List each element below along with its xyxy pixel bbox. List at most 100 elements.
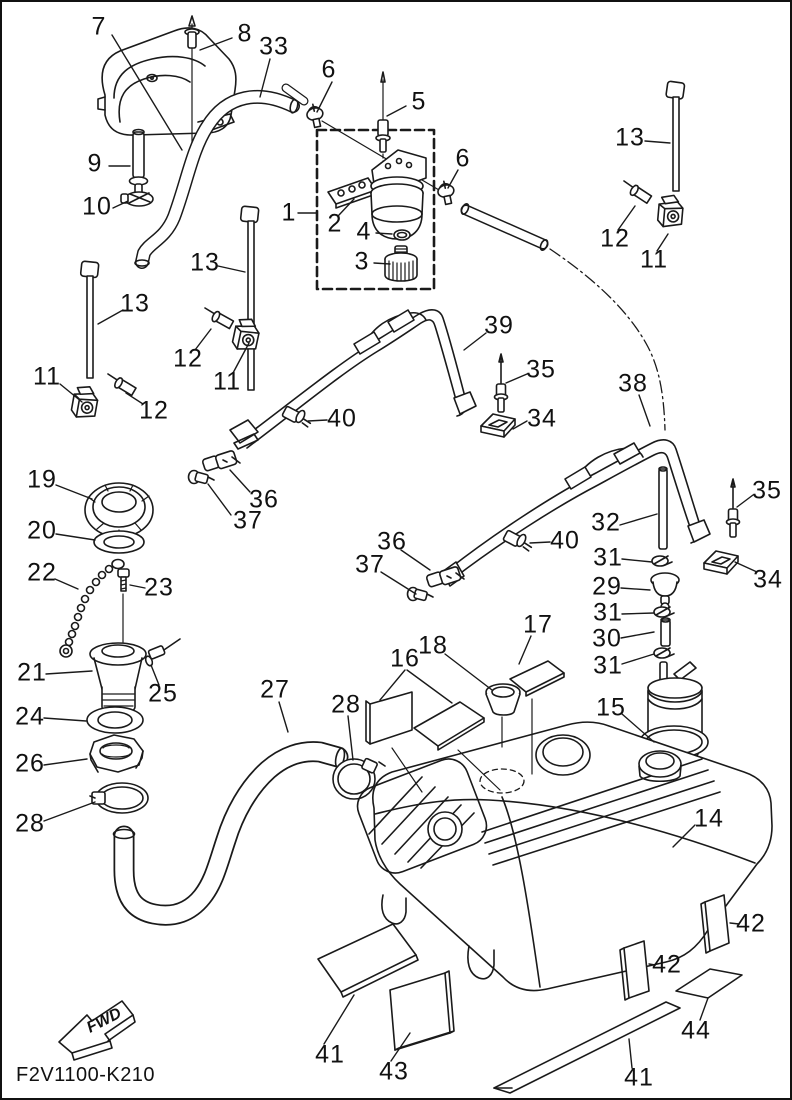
tank-filler-boss (535, 734, 591, 776)
leader-line-32 (619, 513, 658, 526)
callout-label-17: 17 (523, 610, 553, 639)
callout-label-41: 41 (315, 1040, 345, 1069)
leader-line-26 (43, 758, 88, 766)
leader-line-34 (512, 420, 528, 430)
leader-lines (43, 34, 758, 1069)
callout-label-42: 42 (652, 950, 682, 979)
part-12-screw-middle (201, 307, 236, 330)
leader-line-11 (59, 383, 83, 403)
callout-label-39: 39 (484, 311, 514, 340)
part-33-hose (134, 89, 300, 269)
leader-line-3 (373, 262, 391, 265)
part-14-fuel-tank (356, 721, 773, 992)
callout-label-13: 13 (190, 248, 220, 277)
leader-line-23 (129, 584, 146, 589)
leader-line-6 (316, 81, 333, 113)
leader-line-20 (55, 533, 96, 541)
leader-line-10 (112, 200, 129, 209)
part-34-bracket-right (703, 550, 739, 575)
fuel-filter-body (370, 149, 427, 240)
part-12-screw-left (104, 373, 139, 397)
callout-label-16: 16 (390, 644, 420, 673)
callout-label-42: 42 (736, 909, 766, 938)
callout-label-26: 26 (15, 749, 45, 778)
part-37-bolt-right (406, 586, 434, 602)
callout-label-24: 24 (15, 702, 45, 731)
leader-line-16 (379, 669, 406, 701)
callout-label-30: 30 (592, 624, 622, 653)
callout-label-31: 31 (593, 651, 623, 680)
callout-label-20: 20 (27, 516, 57, 545)
part-26-nut (89, 734, 144, 773)
callout-label-40: 40 (550, 526, 580, 555)
callout-label-6: 6 (455, 144, 471, 173)
tank-gauge-boss (427, 811, 463, 847)
leader-line-6 (447, 169, 459, 189)
callout-label-32: 32 (591, 508, 621, 537)
leader-line-40 (307, 419, 328, 422)
leader-line-35 (736, 494, 754, 508)
callout-label-8: 8 (237, 19, 253, 48)
leader-line-42 (729, 922, 740, 925)
callout-label-15: 15 (596, 693, 626, 722)
part-31-clip-1 (651, 555, 673, 567)
leader-line-14 (672, 824, 696, 848)
callout-label-11: 11 (213, 367, 241, 396)
leader-line-15 (621, 713, 655, 743)
leader-line-39 (463, 332, 487, 351)
part-31-clip-2 (653, 606, 675, 618)
part-11-block-left (69, 383, 101, 421)
part-19-fuel-cap (84, 482, 154, 538)
leader-line-41 (323, 994, 355, 1045)
part-18-grommet (485, 683, 521, 716)
part-37-bolt-left (187, 469, 215, 485)
part-16-label-left (365, 691, 413, 745)
leader-line-37 (380, 571, 417, 595)
callout-label-38: 38 (618, 369, 648, 398)
leader-line-18 (444, 653, 493, 691)
part-5-pin (375, 71, 391, 167)
leader-line-36 (229, 469, 251, 493)
leader-line-21 (45, 670, 93, 675)
leader-line-35 (505, 373, 528, 384)
leader-line-31 (621, 558, 653, 563)
part-41-pad-left (317, 923, 419, 998)
part-7-cover (97, 27, 237, 136)
leader-line-7 (111, 34, 183, 151)
leader-line-2 (338, 198, 355, 216)
part-11-block-right (656, 193, 685, 229)
callout-label-34: 34 (527, 404, 557, 433)
tank-top-ribs (481, 758, 721, 866)
leader-line-29 (620, 587, 651, 591)
part-31-clip-3 (653, 647, 675, 659)
leader-line-13 (644, 140, 671, 144)
callout-label-9: 9 (87, 149, 103, 178)
leader-line-43 (390, 1032, 411, 1062)
leader-line-41 (628, 1038, 633, 1069)
part-39-strap (229, 309, 477, 450)
callout-label-14: 14 (694, 804, 724, 833)
leader-line-16 (406, 669, 453, 704)
leader-line-17 (518, 635, 532, 665)
leader-line-13 (97, 309, 124, 325)
callout-label-31: 31 (593, 598, 623, 627)
callout-label-1: 1 (281, 198, 297, 227)
callout-label-27: 27 (260, 675, 290, 704)
part-29-valve (650, 572, 680, 612)
part-23-screw (117, 568, 130, 643)
leader-line-27 (278, 701, 289, 733)
leader-line-33 (259, 58, 271, 98)
callout-label-10: 10 (82, 192, 112, 221)
part-22-chain (59, 558, 125, 658)
part-13-tie-right (665, 80, 686, 192)
leader-line-4 (375, 232, 393, 235)
part-25-screw (144, 638, 181, 667)
part-13-tie-left (79, 260, 100, 379)
part-2-bracket-plate (327, 177, 377, 209)
callout-label-12: 12 (600, 224, 630, 253)
fwd-arrow: FWD (58, 1000, 136, 1061)
callout-label-29: 29 (592, 572, 622, 601)
callout-label-37: 37 (233, 506, 263, 535)
part-1-filter-assembly-box (315, 128, 436, 291)
